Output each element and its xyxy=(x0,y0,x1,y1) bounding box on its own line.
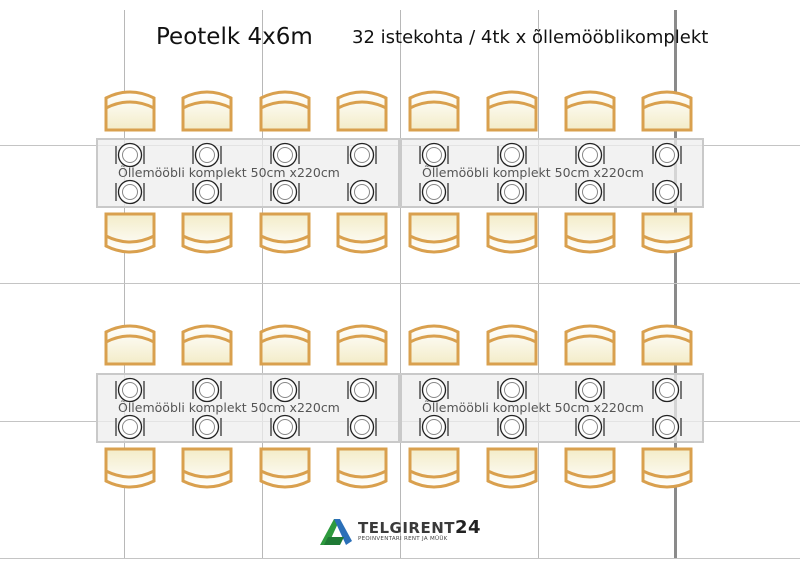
chair-icon xyxy=(181,322,233,366)
chair-icon xyxy=(181,88,233,132)
chair-icon xyxy=(641,447,693,491)
place-setting-icon xyxy=(267,179,303,205)
plan-subtitle: 32 istekohta / 4tk x õllemööblikomplekt xyxy=(352,27,709,48)
chair-icon xyxy=(408,88,460,132)
chair-icon xyxy=(259,88,311,132)
chair-icon xyxy=(408,212,460,256)
table-label: Õllemööbli komplekt 50cm x220cm xyxy=(422,400,644,415)
place-setting-icon xyxy=(267,142,303,168)
grid-line-vertical xyxy=(538,10,539,558)
place-setting-icon xyxy=(344,142,380,168)
chair-icon xyxy=(259,212,311,256)
logo-number: 24 xyxy=(455,517,482,539)
place-setting-icon xyxy=(494,414,530,440)
chair-icon xyxy=(259,447,311,491)
logo-name: TELGIRENT xyxy=(358,519,456,538)
place-setting-icon xyxy=(267,414,303,440)
chair-icon xyxy=(486,212,538,256)
chair-icon xyxy=(336,212,388,256)
chair-icon xyxy=(104,88,156,132)
chair-icon xyxy=(181,212,233,256)
place-setting-icon xyxy=(189,179,225,205)
place-setting-icon xyxy=(267,377,303,403)
chair-icon xyxy=(564,447,616,491)
chair-icon xyxy=(486,322,538,366)
chair-icon xyxy=(641,212,693,256)
place-setting-icon xyxy=(572,179,608,205)
telgirent-logo: TELGIRENT24 PEOINVENTARI RENT JA MÜÜK xyxy=(318,515,481,547)
chair-icon xyxy=(641,322,693,366)
place-setting-icon xyxy=(494,142,530,168)
place-setting-icon xyxy=(649,377,685,403)
plan-title: Peotelk 4x6m xyxy=(156,24,313,50)
beer-table-set xyxy=(96,373,400,443)
logo-mark-icon xyxy=(320,519,352,545)
grid-line-vertical xyxy=(400,10,401,558)
place-setting-icon xyxy=(572,377,608,403)
tent-wall-line xyxy=(674,10,677,558)
place-setting-icon xyxy=(344,414,380,440)
chair-icon xyxy=(181,447,233,491)
grid-line-horizontal xyxy=(0,283,800,284)
chair-icon xyxy=(408,322,460,366)
place-setting-icon xyxy=(112,142,148,168)
place-setting-icon xyxy=(649,142,685,168)
chair-icon xyxy=(641,88,693,132)
chair-icon xyxy=(104,447,156,491)
chair-icon xyxy=(104,322,156,366)
place-setting-icon xyxy=(572,142,608,168)
place-setting-icon xyxy=(494,179,530,205)
place-setting-icon xyxy=(494,377,530,403)
place-setting-icon xyxy=(112,377,148,403)
chair-icon xyxy=(336,447,388,491)
place-setting-icon xyxy=(416,414,452,440)
table-label: Õllemööbli komplekt 50cm x220cm xyxy=(118,400,340,415)
chair-icon xyxy=(486,88,538,132)
logo-tagline: PEOINVENTARI RENT JA MÜÜK xyxy=(358,536,448,543)
place-setting-icon xyxy=(344,179,380,205)
place-setting-icon xyxy=(416,377,452,403)
place-setting-icon xyxy=(189,414,225,440)
place-setting-icon xyxy=(572,414,608,440)
place-setting-icon xyxy=(416,142,452,168)
chair-icon xyxy=(408,447,460,491)
chair-icon xyxy=(564,88,616,132)
place-setting-icon xyxy=(344,377,380,403)
place-setting-icon xyxy=(112,414,148,440)
chair-icon xyxy=(486,447,538,491)
grid-line-horizontal xyxy=(0,558,800,559)
chair-icon xyxy=(336,322,388,366)
chair-icon xyxy=(564,212,616,256)
chair-icon xyxy=(564,322,616,366)
place-setting-icon xyxy=(189,142,225,168)
table-label: Õllemööbli komplekt 50cm x220cm xyxy=(118,165,340,180)
place-setting-icon xyxy=(189,377,225,403)
chair-icon xyxy=(336,88,388,132)
chair-icon xyxy=(104,212,156,256)
grid-line-vertical xyxy=(124,10,125,558)
chair-icon xyxy=(259,322,311,366)
place-setting-icon xyxy=(649,179,685,205)
place-setting-icon xyxy=(112,179,148,205)
place-setting-icon xyxy=(416,179,452,205)
grid-line-vertical xyxy=(262,10,263,558)
beer-table-set xyxy=(96,138,400,208)
table-label: Õllemööbli komplekt 50cm x220cm xyxy=(422,165,644,180)
place-setting-icon xyxy=(649,414,685,440)
